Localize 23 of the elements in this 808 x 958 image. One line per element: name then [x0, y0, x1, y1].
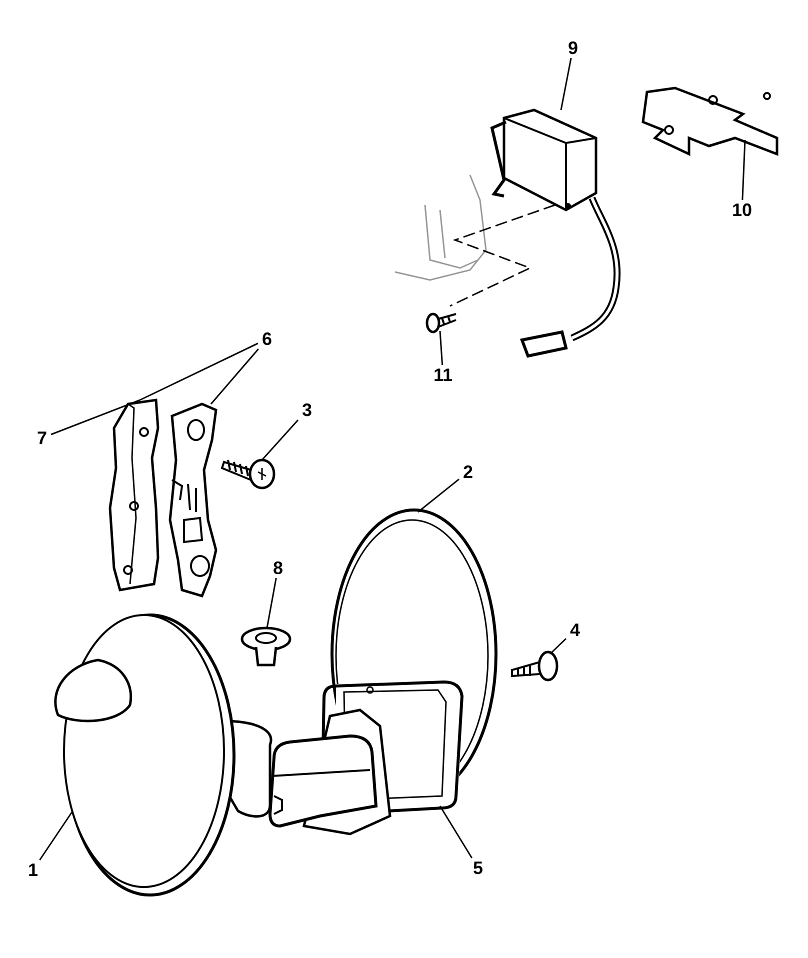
callout-number: 8: [269, 558, 287, 578]
leader-line: [50, 399, 140, 436]
leader-line: [742, 140, 746, 200]
leader-line: [261, 420, 299, 460]
callout-number: 5: [469, 858, 487, 878]
leader-line: [210, 348, 259, 404]
callout-number: 7: [33, 428, 51, 448]
leader-line: [140, 342, 258, 401]
callout-number: 9: [564, 38, 582, 58]
callout-number: 10: [727, 200, 757, 220]
callout-number: 3: [298, 400, 316, 420]
callout-number: 6: [258, 329, 276, 349]
leader-line: [439, 806, 473, 858]
leader-line: [549, 638, 567, 655]
callout-number: 11: [428, 365, 458, 385]
callout-number: 4: [566, 620, 584, 640]
leader-line: [39, 812, 73, 860]
leader-line: [266, 578, 277, 628]
leader-line: [439, 330, 444, 366]
leader-line: [418, 478, 460, 513]
callout-number: 1: [24, 860, 42, 880]
callout-number: 2: [459, 462, 477, 482]
leader-line: [560, 58, 572, 110]
